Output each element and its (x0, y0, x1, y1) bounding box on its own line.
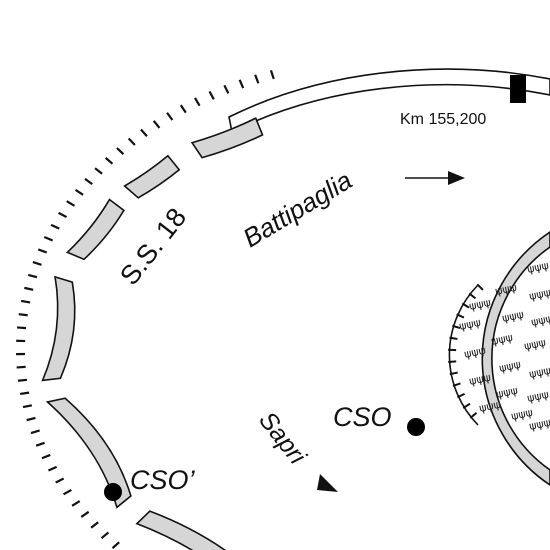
cso-prime-point-icon (104, 483, 122, 501)
direction-label-sapri: Sapri (253, 406, 312, 470)
road-segment (135, 510, 226, 550)
arrow-down-right-icon (317, 474, 338, 492)
tick-mark (22, 404, 33, 409)
tree-symbol-icon: ψψψ (501, 308, 525, 325)
road-segment (45, 397, 132, 509)
road-white-section (228, 68, 550, 134)
cso-prime-label: CSO’ (130, 465, 196, 495)
tick-mark (62, 488, 72, 496)
tick-mark (41, 453, 51, 460)
tree-symbol-icon: ψψψ (510, 406, 534, 423)
road-segment (190, 117, 264, 159)
tick-mark (269, 70, 275, 80)
tick-mark (24, 286, 34, 291)
cso-point-icon (407, 418, 425, 436)
tick-mark (194, 97, 201, 107)
km-marker (510, 75, 526, 103)
tick-mark (238, 79, 245, 89)
km-marker-label: Km 155,200 (400, 111, 486, 128)
tick-mark (18, 313, 28, 317)
tick-mark (66, 200, 76, 207)
tick-mark (20, 299, 31, 304)
tick-mark (55, 477, 65, 484)
tick-mark (17, 378, 28, 382)
road-label: S.S. 18 (114, 202, 192, 290)
tick-mark (111, 541, 120, 550)
road-segment (65, 198, 125, 261)
tree-symbol-icon: ψψψ (528, 286, 550, 303)
tick-mark (50, 223, 60, 230)
tick-mark (71, 500, 81, 507)
inner-embankment-line (448, 284, 479, 426)
cso-label: CSO (333, 402, 392, 432)
tick-mark (208, 90, 215, 100)
tree-symbol-icon: ψψψ (526, 388, 550, 405)
direction-label-battipaglia: Battipaglia (238, 165, 358, 253)
tick-mark (43, 236, 54, 242)
tick-mark (90, 521, 99, 529)
road-segment (123, 154, 181, 199)
tick-mark (127, 137, 136, 146)
tick-mark (104, 157, 114, 165)
tick-mark (116, 147, 125, 155)
tick-mark (26, 416, 36, 422)
tree-symbol-icon: ψψψ (526, 259, 550, 276)
tree-symbol-icon: ψψψ (530, 312, 550, 329)
tick-mark (27, 273, 38, 279)
tick-mark (35, 441, 45, 447)
tree-symbol-icon: ψψψ (528, 364, 550, 381)
tree-symbol-icon: ψψψ (528, 416, 550, 433)
tick-mark (74, 188, 84, 196)
tick-mark (80, 510, 90, 518)
tick-mark (19, 391, 30, 396)
tick-mark (152, 120, 161, 129)
tick-mark (47, 465, 58, 472)
tree-symbol-icon: ψψψ (498, 358, 522, 375)
tree-symbol-icon: ψψψ (523, 336, 547, 353)
embankment-ticks (16, 70, 275, 550)
tick-mark (254, 74, 260, 84)
tree-symbol-icon: ψψψ (478, 398, 502, 415)
tree-symbol-icon: ψψψ (495, 384, 519, 401)
tree-symbol-icon: ψψψ (463, 344, 487, 361)
tick-mark (58, 211, 68, 219)
outer-road-ring (41, 68, 550, 550)
tree-symbol-icon: ψψψ (468, 371, 492, 388)
tick-mark (17, 326, 27, 330)
tick-mark (84, 177, 93, 185)
tick-mark (32, 261, 42, 266)
tick-mark (94, 167, 103, 175)
tick-mark (30, 429, 40, 435)
tick-mark (166, 112, 174, 121)
tick-mark (37, 248, 48, 254)
tree-symbol-icon: ψψψ (468, 296, 492, 313)
tick-mark (100, 531, 110, 540)
tick-mark (16, 365, 26, 369)
tree-symbol-icon: ψψψ (490, 331, 514, 348)
tree-symbol-icon: ψψψ (494, 281, 518, 298)
tick-mark (223, 84, 230, 94)
arrow-right-icon (405, 171, 465, 185)
tick-mark (140, 128, 148, 137)
tick-mark (179, 104, 187, 114)
tree-symbol-icon: ψψψ (458, 316, 482, 333)
road-segment (41, 275, 76, 382)
